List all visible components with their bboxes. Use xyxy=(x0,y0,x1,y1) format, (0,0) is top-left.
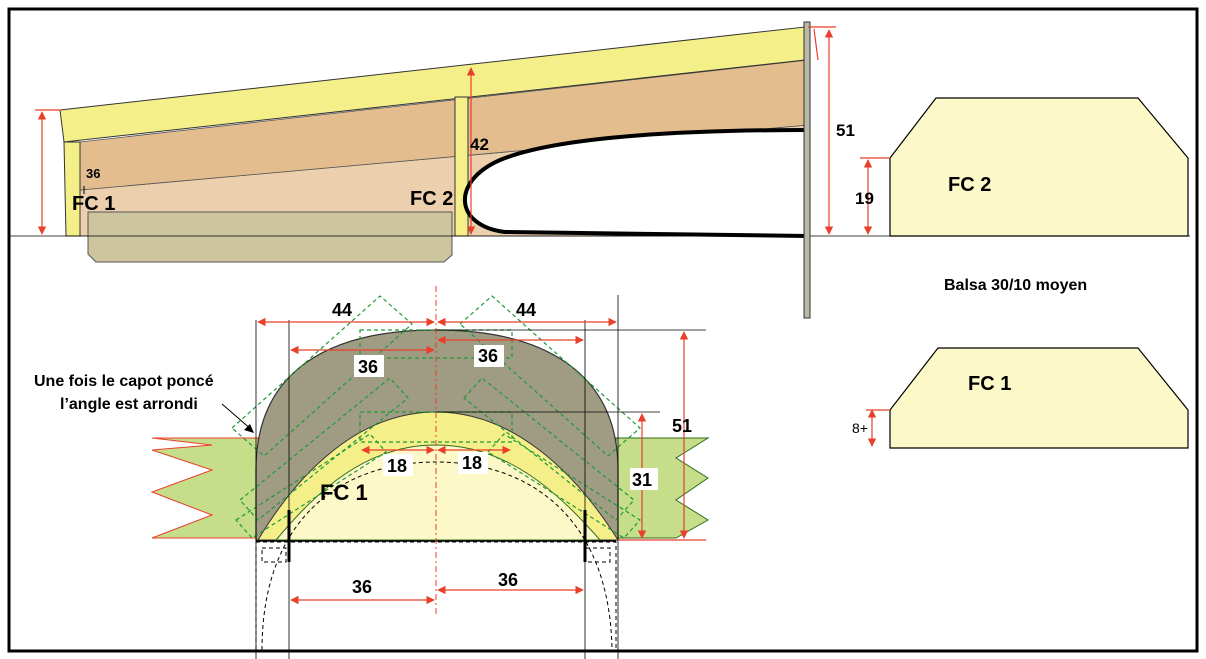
front-fc1-label: FC 1 xyxy=(320,480,368,505)
front-dim-44-left-label: 44 xyxy=(332,300,352,320)
drawing-frame xyxy=(7,7,1199,653)
front-dim-36-mid-right-label: 36 xyxy=(478,346,498,366)
fc2-dim-label: 19 xyxy=(855,189,874,208)
dash-rect-4 xyxy=(463,377,635,521)
label-bg-18-left xyxy=(383,454,413,476)
former-fc1-strip xyxy=(63,141,81,237)
dashed-circle-arc xyxy=(261,461,613,651)
former-fc2-shape xyxy=(889,97,1189,237)
side-dim-42-label: 42 xyxy=(470,135,489,154)
front-dim-18-right-label: 18 xyxy=(462,453,482,473)
dash-rect-3 xyxy=(239,377,409,521)
fc1-dim-label: 8+ xyxy=(852,420,868,436)
right-zigzag-plank xyxy=(615,437,710,539)
former-fc2-strip xyxy=(454,96,469,237)
note-leader-line xyxy=(221,403,253,431)
side-view: 36 FC 1 42 FC 2 51 xyxy=(10,21,1190,319)
fc2-shape-label: FC 2 xyxy=(948,174,991,196)
side-fc2-label: FC 2 xyxy=(410,188,453,210)
dashed-right-slot xyxy=(585,547,611,563)
former-fc1-shape xyxy=(889,347,1189,449)
side-fc1-label: FC 1 xyxy=(72,193,115,215)
rear-plate xyxy=(803,21,811,319)
fc1-shape-label: FC 1 xyxy=(968,373,1011,395)
dim-51-side-tick xyxy=(813,28,819,61)
label-bg-18-right xyxy=(458,452,488,474)
front-dim-36-bottom-left-label: 36 xyxy=(352,577,372,597)
label-bg-36-right xyxy=(474,345,504,367)
note-leader-arrowhead xyxy=(244,424,254,433)
material-note: Balsa 30/10 moyen xyxy=(944,277,1087,294)
front-dim-36-bottom-right-label: 36 xyxy=(498,570,518,590)
front-dim-31-label: 31 xyxy=(632,470,652,490)
front-dim-51-label: 51 xyxy=(672,416,692,436)
front-view: 44 44 36 36 18 18 51 31 FC 1 36 36 Une f… xyxy=(34,286,710,659)
label-bg-31 xyxy=(630,468,658,490)
front-dim-18-left-label: 18 xyxy=(387,456,407,476)
front-note-line1: Une fois le capot poncé xyxy=(34,373,214,390)
front-note-line2: l’angle est arrondi xyxy=(60,396,198,413)
side-dim-36-label: 36 xyxy=(86,166,100,181)
front-dim-36-mid-left-label: 36 xyxy=(358,357,378,377)
formers-detail: 19 FC 2 Balsa 30/10 moyen 8+ FC 1 xyxy=(852,97,1189,449)
label-bg-36-left xyxy=(354,355,384,377)
side-dim-51-label: 51 xyxy=(836,121,855,140)
dashed-left-slot xyxy=(261,547,287,563)
belly-block xyxy=(87,211,453,263)
left-zigzag-plank xyxy=(150,437,259,539)
front-dim-44-right-label: 44 xyxy=(516,300,536,320)
